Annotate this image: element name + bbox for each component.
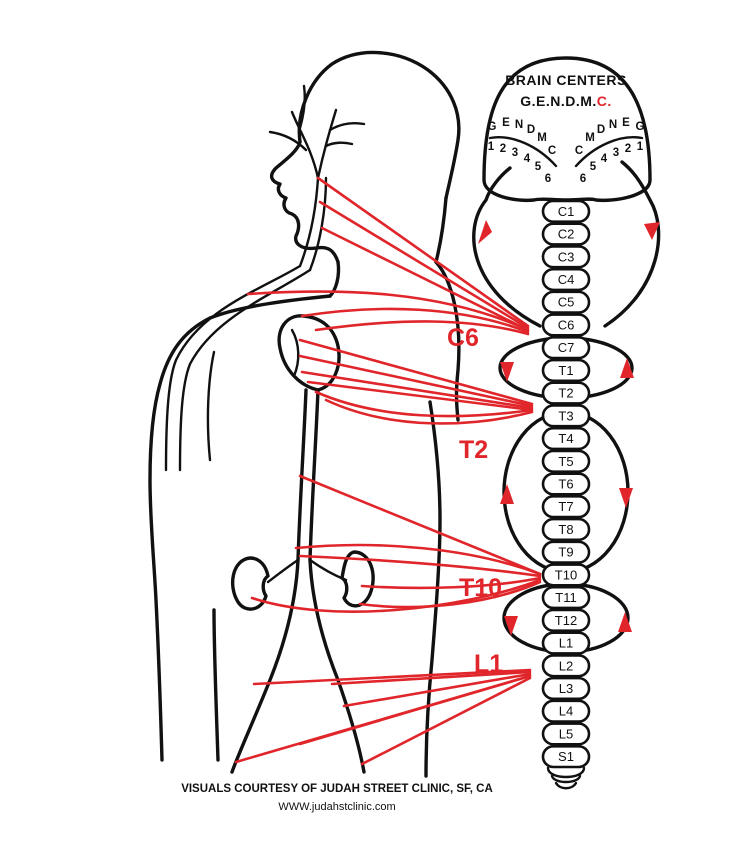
vertebra-label: L3 — [559, 681, 573, 696]
vertebra-label: T12 — [555, 613, 577, 628]
vertebra-label: C1 — [558, 204, 575, 219]
vertebra-label: C2 — [558, 227, 575, 242]
level-label-t10: T10 — [459, 574, 502, 602]
vertebra-label: T5 — [558, 454, 573, 469]
vertebra-label: T11 — [555, 590, 576, 605]
vertebra-t7 — [541, 495, 591, 519]
vertebra-t3 — [541, 404, 591, 428]
arrow-up-icon — [500, 484, 514, 504]
brain-left-number: 2 — [500, 143, 506, 155]
vertebra-s1 — [541, 744, 591, 769]
brain-right-number: 3 — [613, 147, 619, 159]
vertebra-t9 — [541, 540, 591, 564]
arrow-down-icon — [504, 616, 518, 636]
vertebra-t1 — [541, 358, 591, 383]
credit-url: WWW.judahstclinic.com — [278, 801, 396, 813]
vertebra-l1 — [541, 631, 591, 655]
vertebra-label: C7 — [558, 340, 575, 355]
vertebra-t8 — [541, 517, 591, 542]
vertebra-t11 — [541, 585, 591, 610]
vertebra-c2 — [541, 222, 591, 246]
spine-column: C1C2C3C4C5C6C7T1T2T3T4T5T6T7T8T9T10T11T1… — [541, 199, 591, 790]
vertebra-label: T6 — [558, 477, 573, 492]
brain-left-letter: E — [502, 117, 510, 129]
brain-right-letter: E — [622, 117, 630, 129]
vertebra-c3 — [541, 245, 591, 269]
blood-vessels — [164, 84, 375, 774]
brain-right-letter: D — [597, 124, 605, 136]
brain-left-number: 6 — [545, 173, 551, 185]
brain-right-letter: N — [609, 119, 617, 131]
brain-left-letter: C — [548, 145, 556, 157]
vertebra-label: L5 — [559, 726, 573, 741]
arrow-down-icon — [644, 222, 660, 240]
vertebra-l2 — [541, 654, 591, 678]
vertebra-label: T8 — [558, 522, 573, 537]
brain-right-number: 2 — [625, 143, 631, 155]
brain-right-number: 6 — [580, 173, 586, 185]
vertebra-t6 — [541, 472, 591, 496]
vertebra-c5 — [541, 290, 591, 314]
vertebra-label: T1 — [558, 363, 573, 378]
brain-right-number: 5 — [590, 161, 597, 173]
vertebra-c6 — [541, 313, 591, 337]
vertebra-label: T3 — [558, 408, 573, 423]
vertebra-c4 — [541, 267, 591, 292]
arrow-down-icon — [619, 488, 633, 508]
level-label-c6: C6 — [447, 324, 479, 352]
vertebra-label: T10 — [555, 567, 577, 582]
brain-right-number: 4 — [601, 153, 608, 165]
vertebra-c1 — [541, 199, 591, 224]
flow-arrows — [478, 220, 660, 636]
arrow-up-icon — [478, 220, 492, 244]
vertebra-label: C4 — [558, 272, 575, 287]
vertebra-label: T4 — [558, 431, 573, 446]
vertebra-t5 — [541, 449, 591, 473]
vertebra-label: T2 — [558, 386, 573, 401]
vertebra-label: C5 — [558, 295, 575, 310]
arrow-down-icon — [500, 362, 514, 382]
brain-left-letter: G — [488, 121, 497, 133]
brain-subtitle: G.E.N.D.M.C. — [520, 93, 612, 109]
vertebra-l3 — [541, 676, 591, 701]
vertebra-t4 — [541, 426, 591, 451]
vertebra-c7 — [541, 336, 591, 360]
arrow-up-icon — [620, 358, 634, 378]
vertebra-l4 — [541, 699, 591, 723]
vertebra-label: L1 — [559, 636, 573, 651]
vertebra-label: L4 — [559, 704, 573, 719]
brain-right-letter: M — [585, 132, 595, 144]
brain-left-number: 4 — [524, 153, 531, 165]
vertebra-t10 — [541, 563, 591, 587]
arrow-up-icon — [618, 612, 632, 632]
vertebra-label: T7 — [558, 499, 573, 514]
vertebra-label: T9 — [558, 545, 573, 560]
brain-left-letter: M — [537, 132, 547, 144]
vertebra-label: C3 — [558, 249, 575, 264]
brain-left-number: 1 — [488, 141, 495, 153]
brain-right-letter: G — [636, 121, 645, 133]
vertebra-t2 — [541, 381, 591, 405]
brain-centers: BRAIN CENTERS G.E.N.D.M.C. G E N D M C 1… — [482, 56, 652, 203]
vertebra-t12 — [541, 608, 591, 632]
brain-title: BRAIN CENTERS — [505, 72, 627, 88]
vertebra-l5 — [541, 722, 591, 746]
level-labels: C6 T2 T10 L1 — [447, 324, 503, 678]
brain-left-number: 5 — [535, 161, 542, 173]
brain-left-number: 3 — [512, 147, 518, 159]
brain-right-number: 1 — [637, 141, 644, 153]
credit-line: VISUALS COURTESY OF JUDAH STREET CLINIC,… — [181, 783, 493, 795]
vertebra-label: S1 — [558, 749, 574, 764]
nerve-lines — [234, 176, 542, 766]
level-label-l1: L1 — [474, 650, 503, 678]
brain-left-letter: N — [515, 119, 523, 131]
vertebra-label: C6 — [558, 317, 575, 332]
vertebra-label: L2 — [559, 658, 573, 673]
level-label-t2: T2 — [459, 436, 488, 464]
brain-left-letter: D — [527, 124, 535, 136]
brain-right-letter: C — [575, 145, 583, 157]
